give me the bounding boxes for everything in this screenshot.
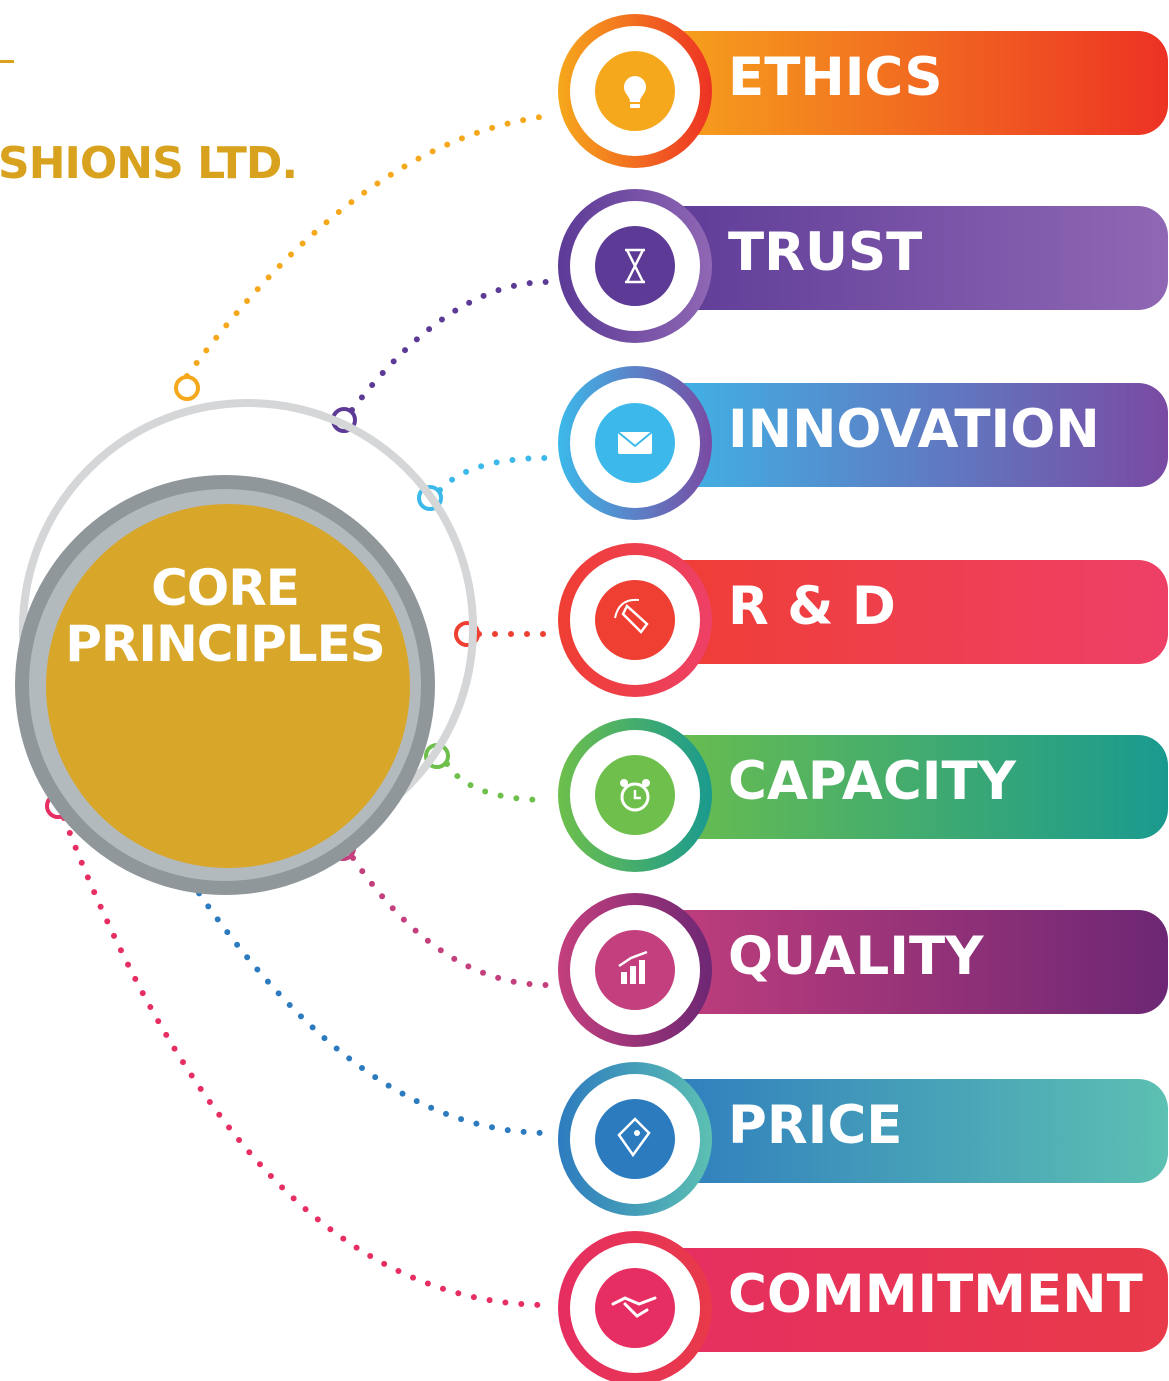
price-tag-icon xyxy=(617,1117,651,1158)
principle-6 xyxy=(558,893,1168,1047)
connector-line xyxy=(437,455,551,493)
hub-label-line1: CORE xyxy=(151,559,300,617)
hourglass-icon xyxy=(625,248,645,284)
growth-chart-icon xyxy=(618,950,648,984)
connector-line xyxy=(184,113,551,379)
principle-label: R & D xyxy=(728,576,896,637)
principle-3 xyxy=(558,366,1168,520)
brand-accent-line xyxy=(0,60,14,63)
lightbulb-icon xyxy=(624,76,646,108)
principle-5 xyxy=(558,718,1168,872)
pill-bar xyxy=(640,31,1168,135)
principle-7 xyxy=(558,1062,1168,1216)
principle-label: CAPACITY xyxy=(728,751,1017,812)
pen-tool-icon xyxy=(614,598,649,634)
principle-label: PRICE xyxy=(728,1095,903,1156)
connector-line xyxy=(61,815,551,1308)
principle-label: ETHICS xyxy=(728,47,943,108)
badge-icon-circle xyxy=(595,1099,675,1179)
pill-bar xyxy=(640,910,1168,1014)
badge-icon-circle xyxy=(595,1268,675,1348)
pill-bar xyxy=(640,206,1168,310)
principle-1 xyxy=(558,14,1168,168)
badge-icon-circle xyxy=(595,580,675,660)
principle-2 xyxy=(558,189,1168,343)
principle-4 xyxy=(558,543,1168,697)
pill-bar xyxy=(640,1248,1168,1352)
principle-label: QUALITY xyxy=(728,926,984,987)
hub-label: CORE PRINCIPLES xyxy=(45,560,405,672)
pill-bar xyxy=(640,383,1168,487)
alarm-clock-icon xyxy=(620,779,650,812)
principle-8 xyxy=(558,1231,1168,1381)
hub-circle xyxy=(46,504,410,868)
envelope-icon xyxy=(617,431,653,454)
pill-bar xyxy=(640,560,1168,664)
connector-node xyxy=(174,375,200,401)
hub xyxy=(15,399,477,895)
principle-label: INNOVATION xyxy=(728,399,1100,460)
company-name: SHIONS LTD. xyxy=(0,138,298,189)
principle-label: COMMITMENT xyxy=(728,1264,1143,1325)
pills xyxy=(558,14,1168,1381)
principle-label: TRUST xyxy=(728,222,923,283)
connector-line xyxy=(187,877,551,1136)
connector-line xyxy=(350,855,551,988)
pill-bar xyxy=(640,1079,1168,1183)
pill-bar xyxy=(640,735,1168,839)
connector-line xyxy=(444,761,551,803)
connectors xyxy=(45,113,559,1308)
hub-label-line2: PRINCIPLES xyxy=(65,615,386,673)
connector-line xyxy=(349,279,551,413)
handshake-icon xyxy=(611,1296,657,1318)
